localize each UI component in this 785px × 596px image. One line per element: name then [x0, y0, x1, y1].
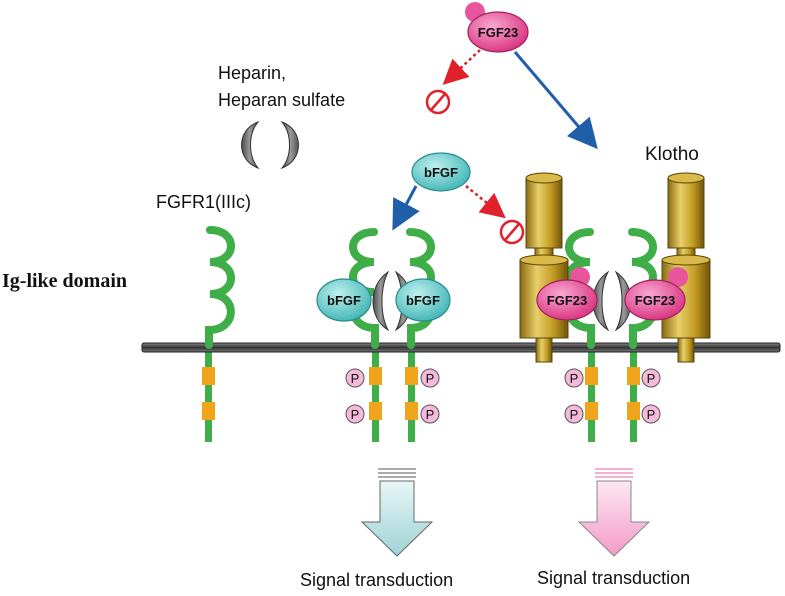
cell-membrane — [141, 342, 781, 353]
phosphate-groups: P P P P P P P P — [345, 368, 661, 424]
inhibition-icon — [425, 89, 451, 115]
inhibit-arrow-bfgf — [465, 185, 506, 219]
signal-arrow-icon — [577, 468, 651, 557]
receptor-stalks — [205, 347, 637, 442]
binding-arrow-icon — [392, 185, 420, 231]
phospho-label: P — [351, 407, 360, 422]
fgf23-bound-left-label: FGF23 — [547, 293, 587, 308]
fgf23-free: FGF23 — [465, 2, 529, 53]
heparin-bound-fgf23 — [592, 270, 632, 332]
bfgf-bound-right-label: bFGF — [406, 293, 440, 308]
fgf23-bound-right-label: FGF23 — [635, 293, 675, 308]
fgf23-free-label: FGF23 — [478, 25, 518, 40]
klotho-left — [519, 172, 569, 363]
phospho-label: P — [351, 371, 360, 386]
signal-arrow-icon — [360, 468, 434, 557]
fgf23-bound-right: FGF23 — [624, 267, 688, 321]
klotho-label: Klotho — [645, 144, 699, 165]
bfgf-free-label: bFGF — [424, 165, 458, 180]
fgfr1-label: FGFR1(IIIc) — [156, 192, 251, 212]
bfgf-bound-left-label: bFGF — [327, 293, 361, 308]
binding-arrow-icon — [513, 51, 598, 150]
phospho-label: P — [426, 407, 435, 422]
ig-like-domain-label: Ig-like domain — [2, 270, 128, 292]
heparin-label-line2: Heparan sulfate — [218, 90, 346, 110]
phospho-label: P — [647, 407, 656, 422]
phospho-label: P — [647, 371, 656, 386]
phospho-label: P — [570, 371, 579, 386]
signal-transduction-right: Signal transduction — [537, 568, 691, 588]
heparin-label-line1: Heparin, — [218, 63, 287, 83]
signal-transduction-left: Signal transduction — [300, 570, 454, 590]
bfgf-free: bFGF — [411, 152, 471, 192]
phospho-label: P — [570, 407, 579, 422]
heparin-icon — [241, 120, 299, 170]
inhibit-arrow-fgf23 — [442, 49, 481, 85]
fgf23-bound-left: FGF23 — [536, 267, 598, 321]
phospho-label: P — [426, 371, 435, 386]
inhibition-icon — [499, 219, 525, 245]
klotho-right — [661, 172, 711, 363]
bfgf-bound-right: bFGF — [395, 278, 451, 322]
kinase-domains — [202, 367, 640, 420]
bfgf-bound-left: bFGF — [316, 278, 372, 322]
